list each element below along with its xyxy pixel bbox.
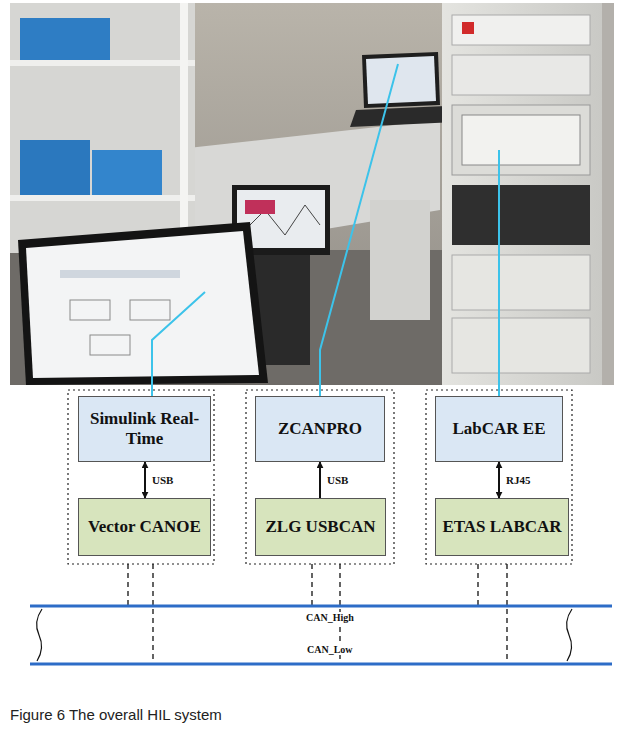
node-text: ZCANPRO [272,417,368,441]
bus-tap [152,564,153,664]
blue-bin [92,150,162,195]
shelf-board [10,195,195,201]
connector-arrow [144,462,146,498]
bus-tap [477,564,478,606]
shelf-post [180,3,188,253]
connector-arrow [319,462,321,498]
rack-unit [452,15,590,45]
drawer-unit [370,200,430,320]
wall-edge [602,3,614,385]
edge-label: USB [151,474,174,486]
termination-bracket [567,609,572,661]
photo-background [10,3,614,385]
rack-unit [452,318,590,373]
blue-bin [20,140,90,195]
text-stack: ETAS LABCAR [436,515,567,539]
shelf-board [10,60,195,66]
group-outline [68,390,214,564]
rack-cabinet [442,3,602,385]
node-text: ETAS LABCAR [436,515,567,539]
edge-label: RJ45 [505,474,531,486]
bus-label: CAN_Low [305,644,355,655]
software-box: ZCANPRO [255,396,385,462]
text-stack: Simulink Real-Time [79,407,210,450]
text-stack: ZCANPRO [272,417,368,441]
bus-tap [311,564,312,606]
termination-bracket [37,609,42,661]
leader-line [498,150,500,396]
software-box: Simulink Real-Time [78,396,211,462]
figure-caption: Figure 6 The overall HIL system [10,706,222,723]
text-stack: LabCAR EE [446,417,551,441]
node-text: LabCAR EE [446,417,551,441]
laptop-screen [366,56,436,104]
rack-unit [452,185,590,245]
labcar-unit [452,105,590,175]
laptop-base [350,106,456,127]
bus-label: CAN_High [304,612,356,623]
bus-tap [127,564,128,606]
node-text: Simulink Real-Time [79,407,210,450]
leader-line [152,292,205,396]
rack-unit [452,255,590,310]
labcar-panel [462,115,580,165]
node-text: Vector CANOE [82,515,207,539]
usbcan-device [245,200,275,214]
big-monitor [18,222,268,385]
shelf-back [10,3,195,253]
laptop [362,52,440,108]
group-outline [246,390,394,564]
connector-arrow [498,462,500,498]
can-high-line [30,605,612,608]
rack-unit [452,55,590,95]
hardware-box: ZLG USBCAN [255,498,386,556]
edge-label: USB [326,474,349,486]
text-stack: Vector CANOE [82,515,207,539]
group-outline [426,390,572,564]
big-monitor-screen [26,231,259,378]
screen-toolbar [60,270,180,278]
leader-line [320,64,398,396]
hardware-box: ETAS LABCAR [435,498,569,556]
text-stack: ZLG USBCAN [259,515,381,539]
software-box: LabCAR EE [435,396,563,462]
screen-block [70,300,110,320]
screen-block [130,300,170,320]
bus-tap [506,564,507,664]
node-text: ZLG USBCAN [259,515,381,539]
emergency-switch [462,22,474,34]
screen-block [90,335,130,355]
blue-bin [20,18,110,60]
can-low-line [30,663,612,666]
hardware-box: Vector CANOE [78,498,211,556]
